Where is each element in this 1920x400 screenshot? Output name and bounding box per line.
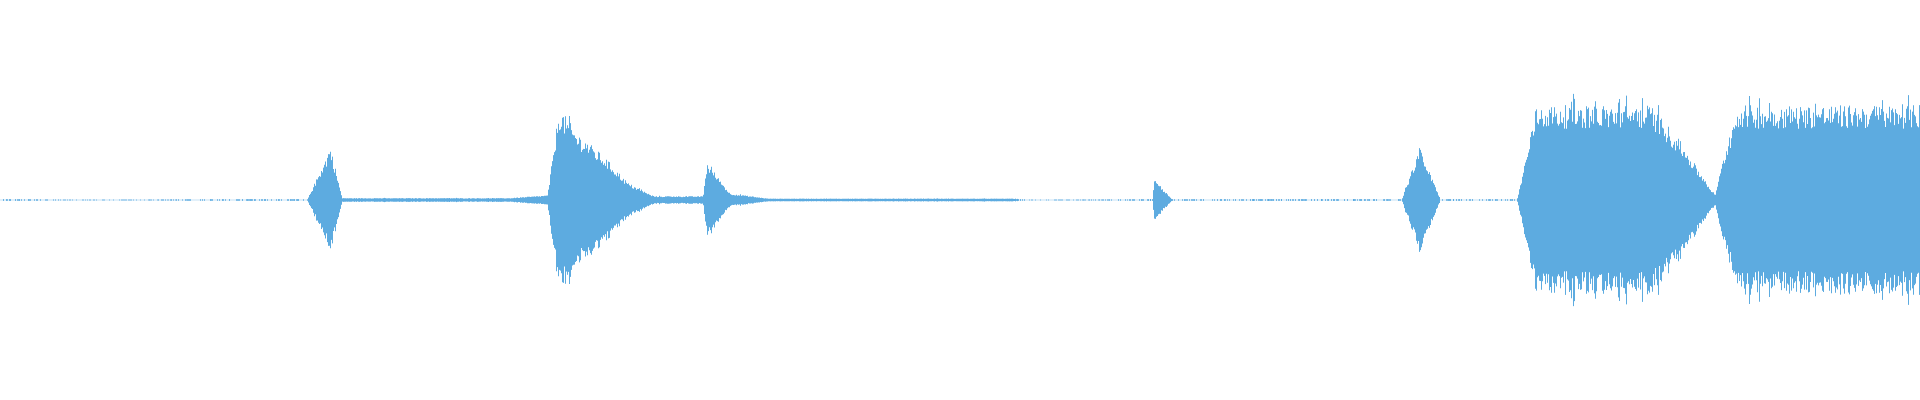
waveform-bars [3, 93, 1920, 307]
